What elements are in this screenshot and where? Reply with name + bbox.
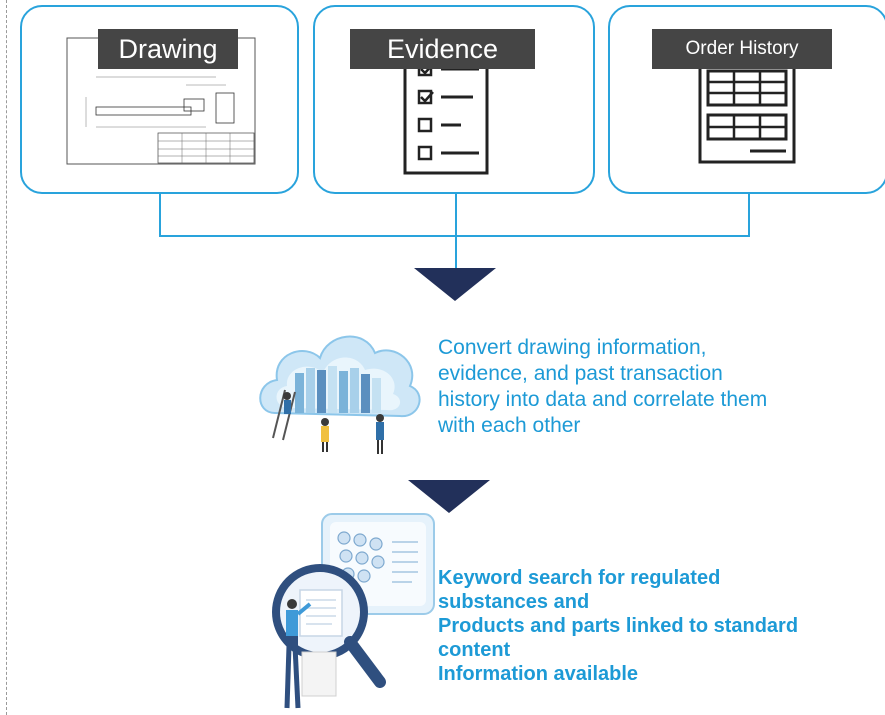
step-2-line: Information available [438, 663, 639, 685]
connector-drawing [159, 194, 161, 236]
step-1-line: Convert drawing information, [438, 336, 707, 359]
order-history-card-label: Order History [652, 29, 832, 69]
evidence-card: Evidence [313, 5, 595, 194]
drawing-card: Drawing [20, 5, 299, 194]
table-document-icon [698, 57, 796, 164]
down-arrow-1 [414, 268, 496, 301]
cloud-database-icon [259, 335, 421, 454]
step-1-description: Convert drawing information, evidence, a… [438, 335, 858, 439]
page-margin-divider [6, 0, 7, 715]
step-1-line: history into data and correlate them [438, 388, 768, 411]
step-1-line: evidence, and past transaction [438, 362, 723, 385]
step-1-line: with each other [438, 414, 581, 437]
order-history-card: Order History [608, 5, 885, 194]
step-2-line: Products and parts linked to standard [438, 615, 799, 637]
connector-evidence [455, 194, 457, 236]
magnifier-search-icon [272, 513, 435, 709]
connector-down [455, 235, 457, 269]
step-2-description: Keyword search for regulated substances … [438, 566, 885, 686]
down-arrow-2 [408, 480, 490, 513]
drawing-card-label: Drawing [98, 29, 238, 69]
connector-order-history [748, 194, 750, 236]
step-2-line: content [438, 639, 511, 661]
connector-horizontal [159, 235, 750, 237]
evidence-card-label: Evidence [350, 29, 535, 69]
step-2-line: Keyword search for regulated [438, 567, 721, 589]
step-2-line: substances and [438, 591, 590, 613]
